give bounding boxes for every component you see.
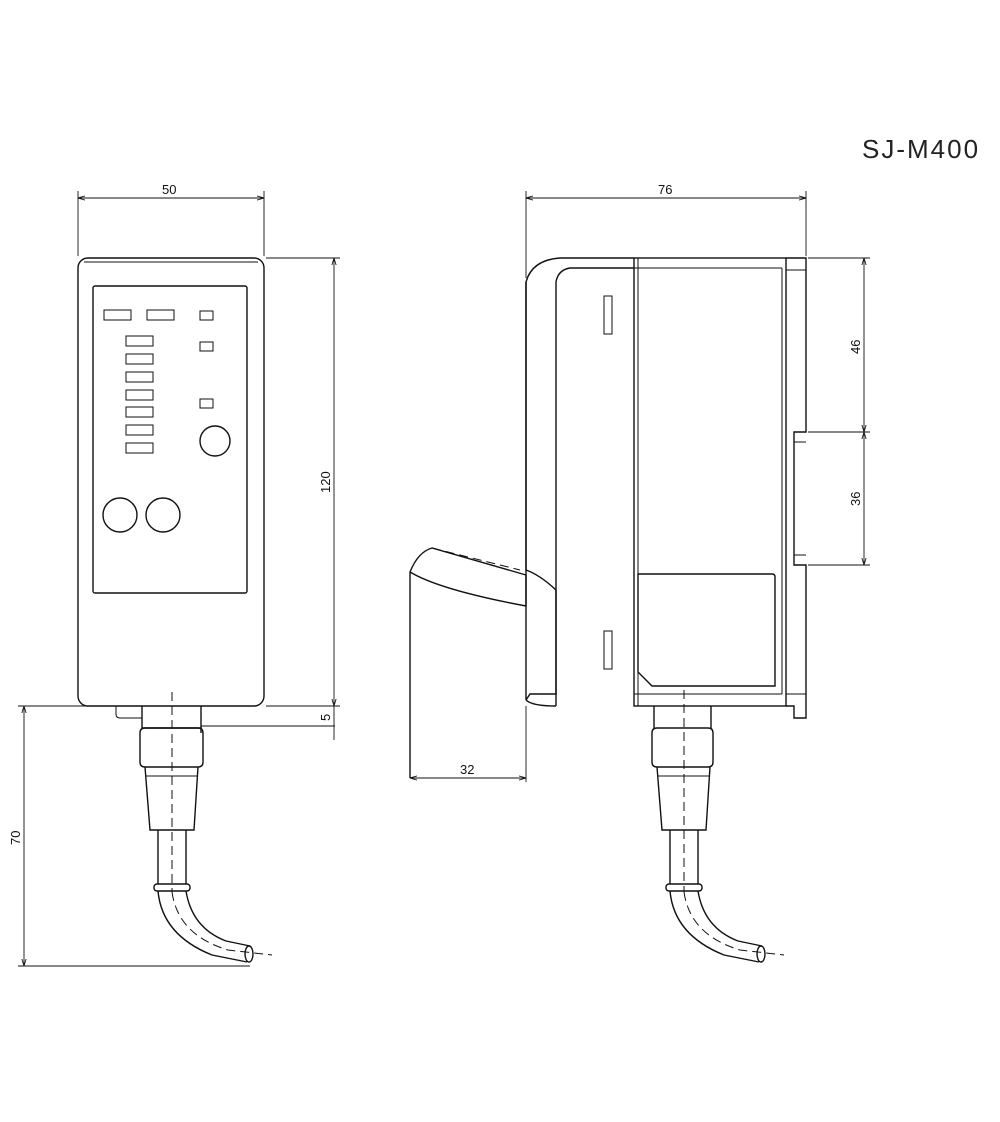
mount-slot-lower — [603, 630, 613, 670]
cable-length-dimension: 70 — [8, 705, 250, 967]
front-width-dimension: 50 — [77, 182, 265, 256]
side-depth-dimension: 76 — [525, 182, 807, 278]
front-height-label: 120 — [318, 471, 333, 493]
indicator-led-2 — [146, 309, 175, 321]
front-housing — [77, 257, 265, 707]
main-body — [633, 257, 787, 707]
front-width-label: 50 — [162, 182, 176, 197]
cable-offset-label: 5 — [318, 714, 333, 721]
side-view — [409, 257, 807, 963]
upper-section-dimension: 46 — [808, 257, 870, 433]
front-panel — [92, 285, 248, 594]
cable-length-label: 70 — [8, 831, 23, 845]
indicator-led-4 — [199, 341, 214, 352]
rear-housing — [525, 257, 634, 701]
front-view — [77, 257, 335, 963]
display-window — [637, 573, 776, 687]
upper-section-label: 46 — [848, 340, 863, 354]
button-right — [145, 497, 181, 533]
model-label: SJ-M400 — [862, 134, 980, 164]
side-depth-label: 76 — [658, 182, 672, 197]
middle-section-dimension: 36 — [808, 432, 870, 566]
cable-offset-dimension: 5 — [318, 706, 335, 740]
indicator-led-5 — [199, 398, 214, 409]
mount-slot-upper — [603, 295, 613, 335]
mounting-bracket — [409, 547, 527, 778]
front-plate — [786, 257, 807, 719]
indicator-led-3 — [199, 310, 214, 321]
adjust-knob — [199, 425, 231, 457]
indicator-led-1 — [103, 309, 132, 321]
front-height-dimension: 120 — [266, 257, 340, 707]
button-left — [102, 497, 138, 533]
bracket-depth-label: 32 — [460, 762, 474, 777]
cable-strain-relief — [139, 692, 273, 963]
bracket-depth-dimension: 32 — [410, 706, 527, 782]
side-cable-strain-relief — [651, 690, 785, 963]
level-bar-column — [125, 335, 154, 454]
middle-section-label: 36 — [848, 492, 863, 506]
